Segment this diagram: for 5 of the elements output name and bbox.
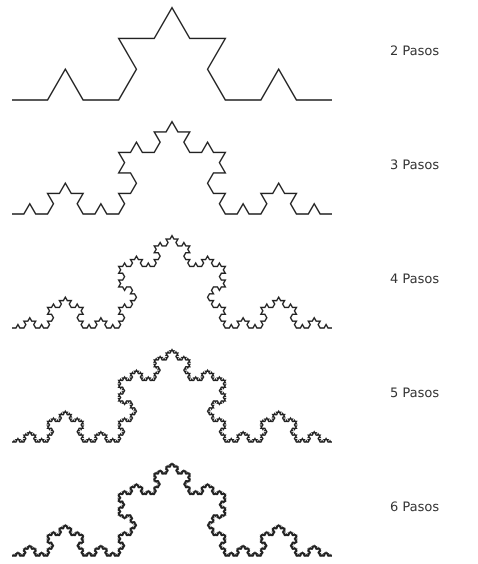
step-label: 6 Pasos	[390, 500, 440, 516]
step-label: 2 Pasos	[390, 44, 440, 60]
step-label: 4 Pasos	[390, 272, 440, 288]
step-label: 5 Pasos	[390, 386, 440, 402]
step-label: 3 Pasos	[390, 158, 440, 174]
